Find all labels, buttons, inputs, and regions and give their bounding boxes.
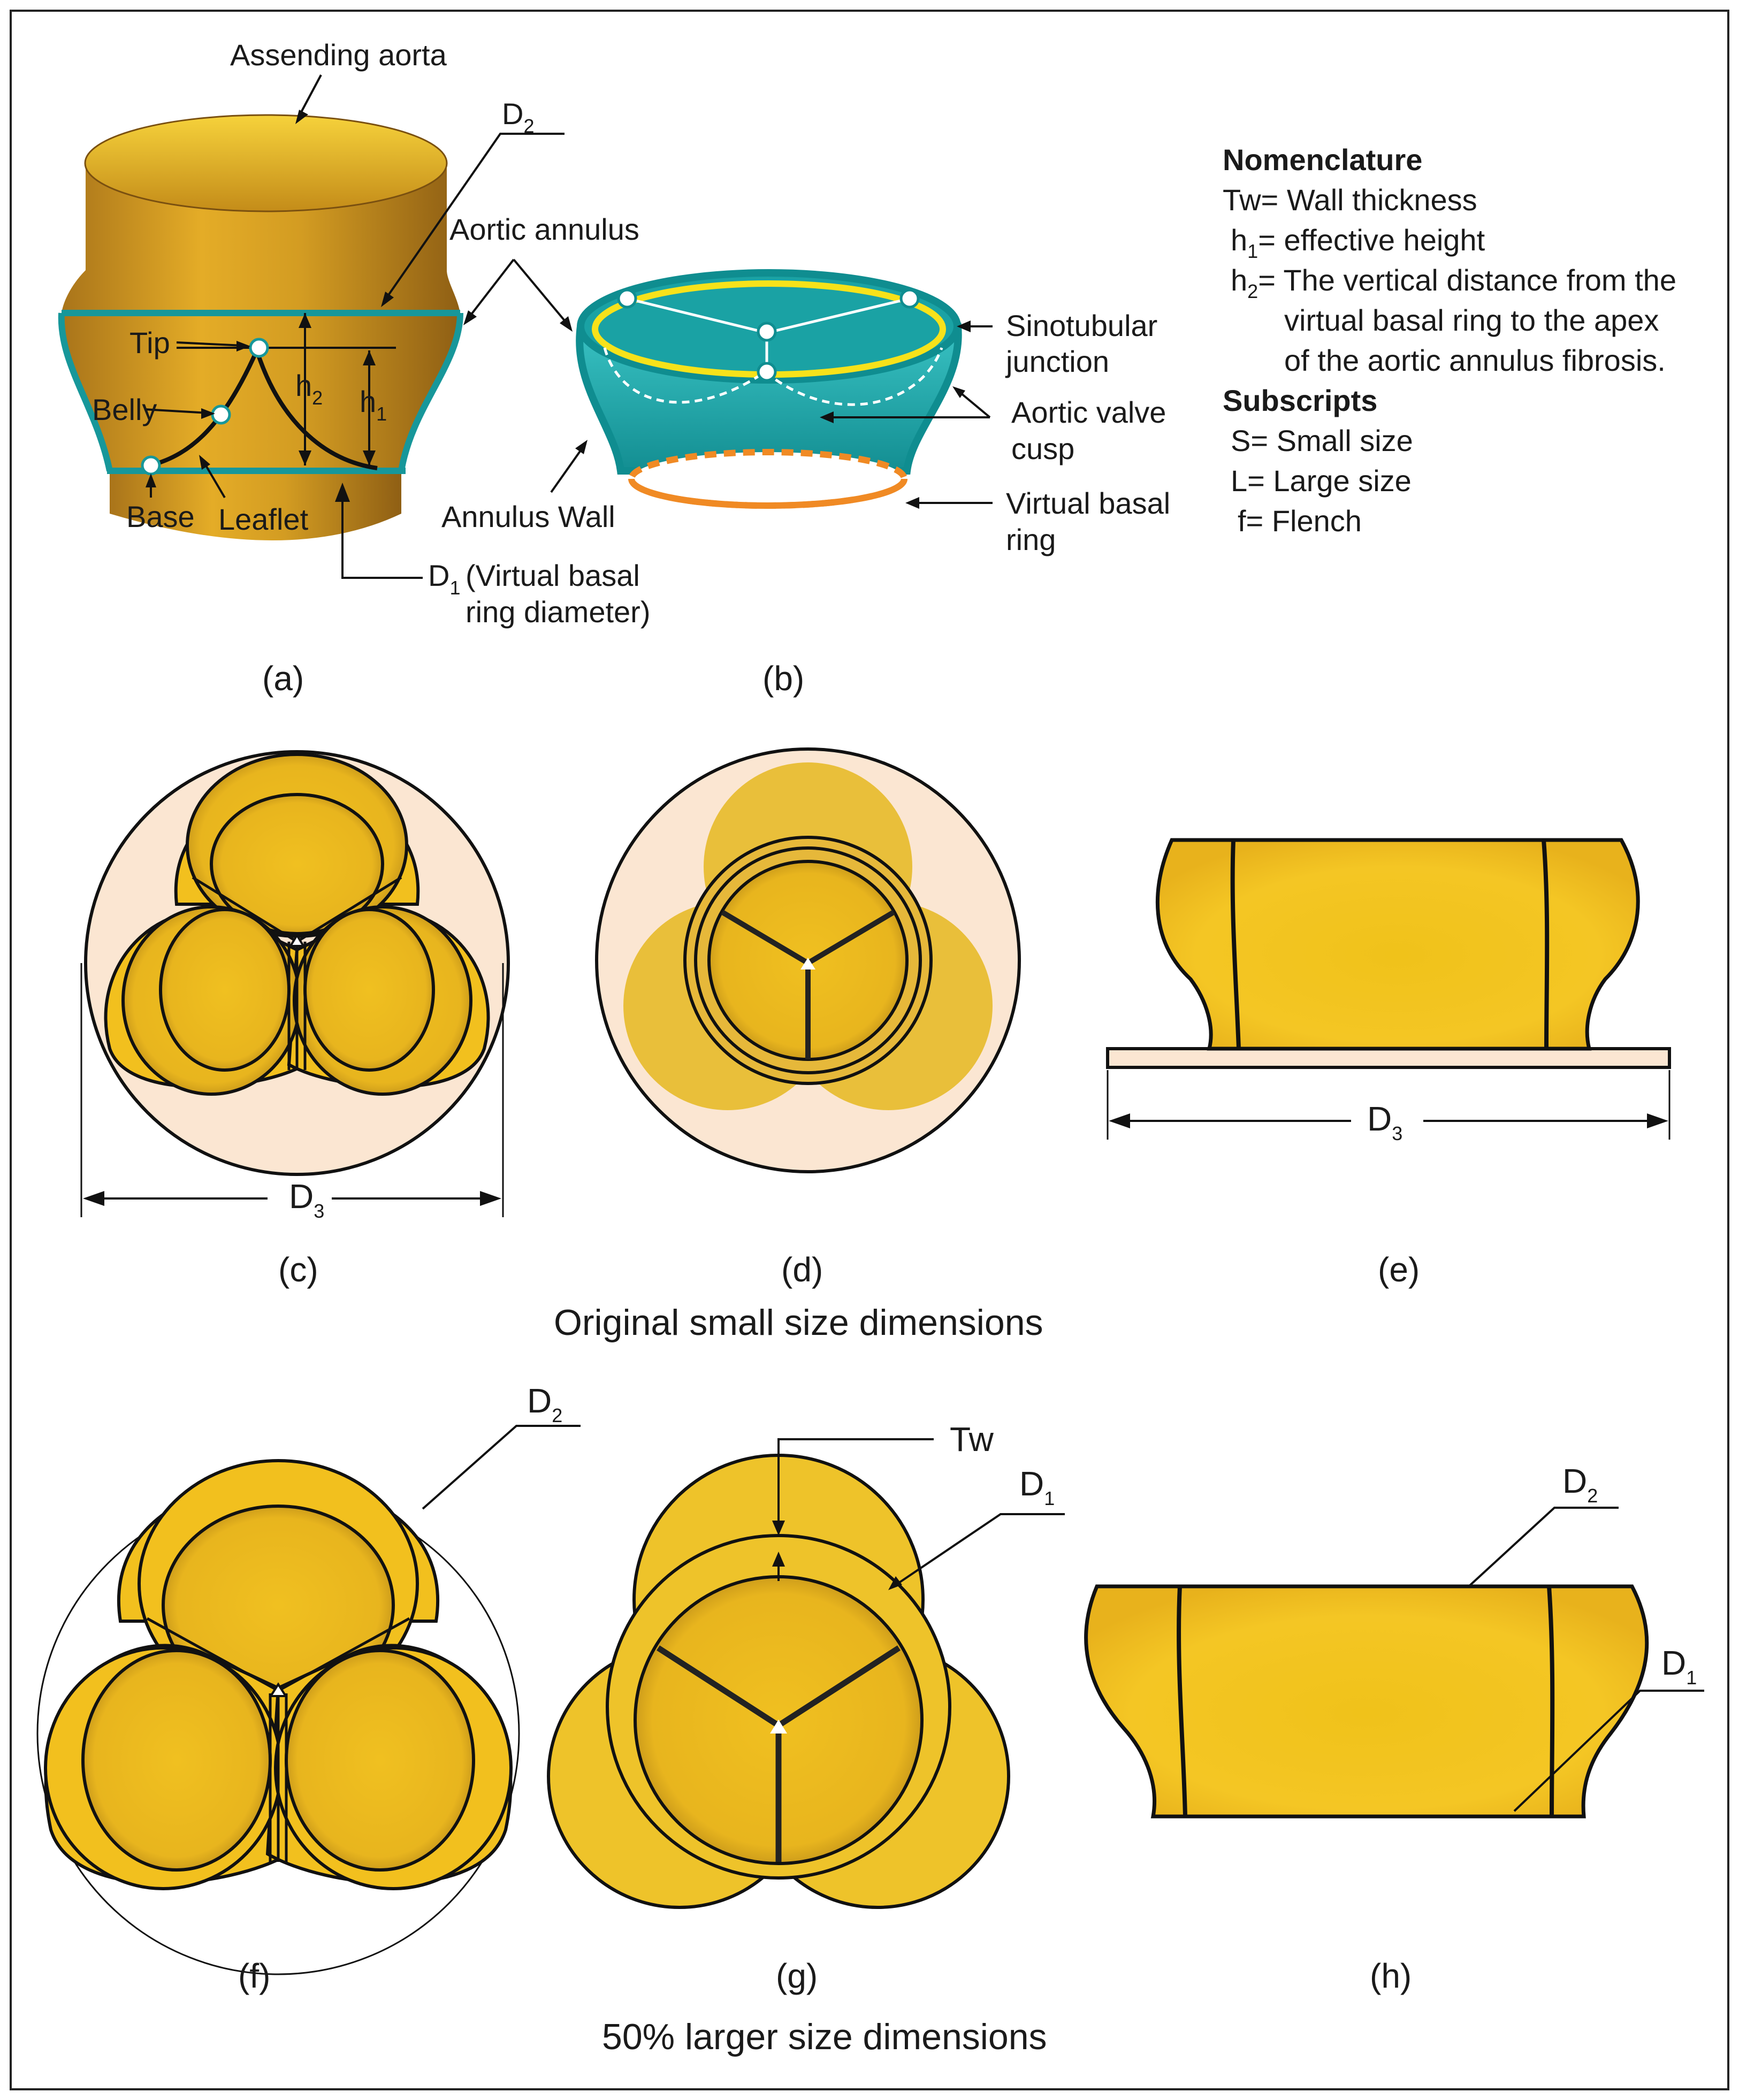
aorta-base-cylinder [110, 471, 401, 540]
section-title-large: 50% larger size dimensions [602, 2017, 1047, 2057]
d2-leader [384, 133, 565, 301]
caption-a: (a) [262, 659, 304, 698]
aorta-top-opening [84, 114, 448, 212]
caption-f: (f) [238, 1957, 270, 1995]
base-point [141, 455, 161, 476]
svg-text:D1: D1 [1661, 1644, 1697, 1689]
panel-h-large-side-view: D2 D1 (h) [1084, 1462, 1704, 1995]
belly-point [211, 404, 231, 425]
caption-b: (b) [762, 659, 804, 698]
d1-leader-g [893, 1513, 1065, 1587]
nomenclature-tw: Tw= Wall thickness [1223, 183, 1477, 217]
d2-leader-h [1468, 1507, 1619, 1587]
basal-ring-line2: ring [1006, 523, 1056, 556]
svg-text:h2: h2 [295, 369, 323, 409]
caption-g: (g) [776, 1957, 818, 1995]
d1-desc-line2: ring diameter) [466, 595, 650, 629]
panel-b-annulus: Sinotubular junction Aortic valve cusp A… [441, 269, 1170, 698]
panel-a-aorta: Assending aorta D2 Aortic annulus Tip Be… [58, 38, 650, 698]
panel-c-small-top-view: D3 (c) [80, 750, 510, 1289]
svg-text:h2= The vertical distance from: h2= The vertical distance from the [1231, 263, 1676, 302]
subscript-l: L= Large size [1231, 464, 1412, 498]
svg-text:D3: D3 [289, 1177, 324, 1222]
d2-label: D [502, 97, 523, 131]
subscript-f: f= Flench [1238, 504, 1362, 538]
d1-leader-h [1513, 1690, 1704, 1812]
panel-e-small-side-view: D3 (e) [1106, 838, 1671, 1289]
sinotubular-line1: Sinotubular [1006, 309, 1157, 342]
svg-text:D1: D1 [428, 559, 460, 599]
svg-text:D2: D2 [527, 1381, 562, 1426]
h1-label: h [360, 385, 376, 418]
subscript-s: S= Small size [1231, 424, 1413, 457]
section-title-small: Original small size dimensions [554, 1302, 1043, 1343]
nomenclature-h1: = effective height [1258, 223, 1485, 257]
basal-ring-front [628, 478, 907, 509]
h2-label: h [295, 369, 312, 402]
nomenclature-legend: Nomenclature Tw= Wall thickness h1= effe… [1223, 143, 1676, 538]
svg-text:D1: D1 [1019, 1464, 1055, 1509]
h2-dimension [299, 313, 311, 465]
subscripts-title: Subscripts [1223, 384, 1377, 417]
d2-leader-f [422, 1425, 581, 1510]
caption-c: (c) [278, 1250, 318, 1289]
d1-label: D [428, 559, 449, 592]
caption-e: (e) [1378, 1250, 1420, 1289]
leaflet-label: Leaflet [218, 502, 309, 536]
svg-text:D3: D3 [1367, 1099, 1402, 1144]
svg-text:h1: h1 [360, 385, 387, 425]
figure-border [10, 10, 1729, 2090]
caption-h: (h) [1370, 1957, 1412, 1995]
ascending-aorta-label: Assending aorta [230, 38, 447, 72]
annulus-wall-label: Annulus Wall [441, 500, 615, 533]
nomenclature-h2-line3: of the aortic annulus fibrosis. [1284, 343, 1666, 377]
tw-label: Tw [950, 1420, 994, 1458]
nomenclature-h2: = The vertical distance from the [1258, 263, 1676, 297]
aorta-sinus-bulge [61, 313, 461, 471]
nomenclature-title: Nomenclature [1223, 143, 1422, 177]
nomenclature-h2-line2: virtual basal ring to the apex [1284, 303, 1659, 337]
aortic-annulus-label: Aortic annulus [449, 212, 639, 246]
d2-label-h: D [1562, 1462, 1587, 1500]
tip-label: Tip [129, 326, 170, 360]
svg-text:D2: D2 [1562, 1462, 1598, 1507]
d3-label-c: D [289, 1177, 314, 1216]
d1-label-g: D [1019, 1464, 1044, 1503]
basal-ring-line1: Virtual basal [1006, 486, 1170, 520]
d1-desc-line1: (Virtual basal [466, 559, 640, 592]
d1-label-h: D [1661, 1644, 1686, 1682]
sinotubular-line2: junction [1005, 345, 1109, 378]
d3-label-e: D [1367, 1099, 1392, 1138]
d1-leader [341, 500, 423, 579]
panel-d-small-bottom-view: (d) [595, 747, 1021, 1289]
panel-f-large-top-view: D2 (f) [36, 1381, 581, 1995]
d2-label-f: D [527, 1381, 552, 1420]
base-label: Base [126, 500, 195, 533]
h1-dimension [363, 350, 376, 465]
belly-label: Belly [92, 393, 157, 426]
svg-text:h1= effective height: h1= effective height [1231, 223, 1485, 262]
panel-g-large-bottom-view: Tw D1 (g) [547, 1420, 1065, 1995]
cusp-line2: cusp [1011, 432, 1074, 465]
annulus-outline [58, 312, 463, 472]
caption-d: (d) [781, 1250, 823, 1289]
tip-point [249, 338, 269, 358]
cusp-line1: Aortic valve [1011, 395, 1166, 429]
svg-text:D2: D2 [502, 97, 534, 137]
